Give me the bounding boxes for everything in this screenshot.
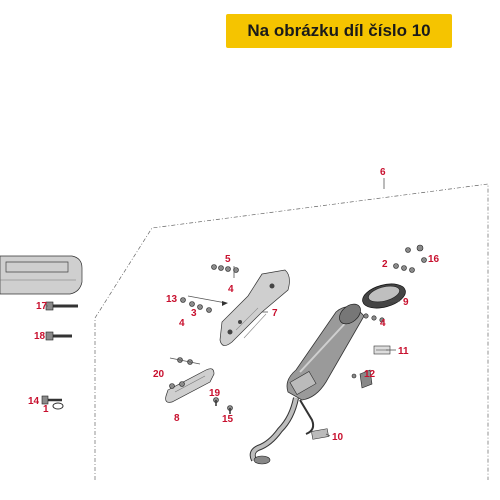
- callout-13: 13: [166, 294, 178, 305]
- bolt-15: [227, 405, 233, 414]
- callout-3: 3: [191, 308, 197, 319]
- bolt-17: [45, 301, 78, 311]
- callout-20: 20: [153, 369, 165, 380]
- callout-19: 19: [209, 388, 221, 399]
- bolt-18: [45, 331, 72, 341]
- fastener-group-top: [211, 264, 239, 278]
- bolt-19: [213, 397, 219, 406]
- callout-10: 10: [332, 432, 344, 443]
- end-cap-9: [362, 283, 406, 323]
- leader-10: [325, 433, 331, 437]
- callout-5: 5: [225, 254, 231, 265]
- assembly-outline: [94, 183, 489, 480]
- part-number-banner: Na obrázku díl číslo 10: [226, 14, 452, 48]
- callout-15: 15: [222, 414, 234, 425]
- callout-1: 1: [43, 404, 49, 415]
- heat-shield-7: [219, 269, 290, 346]
- callout-14: 14: [28, 396, 40, 407]
- exhaust-pipe: [249, 397, 315, 465]
- callout-17: 17: [36, 301, 48, 312]
- callout-4-top: 4: [228, 284, 234, 295]
- muffler-shield-inset: [0, 255, 83, 295]
- callout-2: 2: [382, 259, 388, 270]
- callout-16: 16: [428, 254, 440, 265]
- banner-text: Na obrázku díl číslo 10: [247, 21, 431, 40]
- bracket-8: [165, 357, 215, 403]
- callout-4-middle: 4: [179, 318, 185, 329]
- callout-4-right: 4: [380, 318, 386, 329]
- callout-18: 18: [34, 331, 46, 342]
- clamp-12: [351, 369, 373, 389]
- callout-12: 12: [364, 369, 376, 380]
- callout-9: 9: [403, 297, 409, 308]
- fastener-group-middle: [180, 295, 228, 313]
- muffler-body: [286, 303, 365, 401]
- washer-1: [52, 402, 64, 410]
- callout-11: 11: [398, 346, 409, 357]
- bolt-14: [41, 395, 62, 405]
- callout-6: 6: [380, 167, 386, 178]
- gasket-10: [311, 428, 329, 440]
- callout-7: 7: [272, 308, 278, 319]
- fastener-group-right: [393, 244, 427, 273]
- callout-8: 8: [174, 413, 180, 424]
